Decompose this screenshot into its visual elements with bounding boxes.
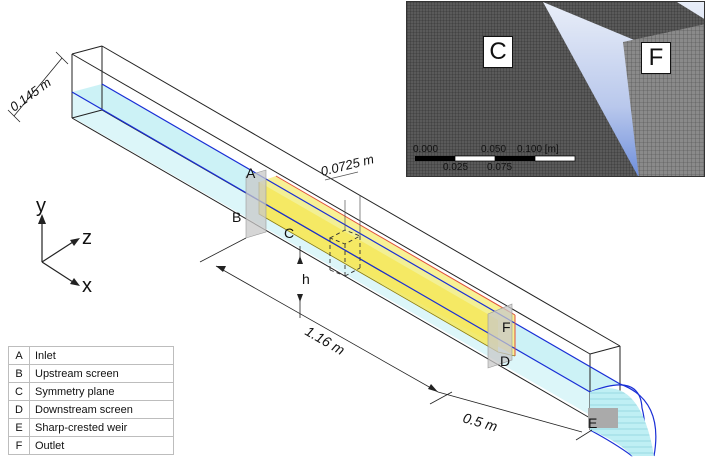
mesh-top-face: [543, 2, 704, 42]
dimension-arrows: [216, 256, 438, 392]
label-b: B: [232, 209, 241, 225]
legend-desc: Symmetry plane: [29, 382, 174, 401]
legend-key: F: [8, 436, 30, 455]
axis-label-x: x: [82, 275, 92, 297]
label-c: C: [284, 225, 294, 241]
label-e: E: [588, 415, 597, 431]
scale-bar: [415, 155, 576, 162]
dim-length-downstream: 0.5 m: [461, 410, 499, 435]
symmetry-plane-edges: [275, 175, 516, 356]
legend-key: E: [8, 418, 30, 437]
mesh-inset: C F 0.000 0.050 0.100 [m] 0.025 0.075: [406, 1, 705, 177]
legend-key: C: [8, 382, 30, 401]
legend-key: D: [8, 400, 30, 419]
mesh-inset-graphic: [407, 2, 704, 176]
axis-triad: [41, 220, 77, 285]
scale-tick-050: 0.050: [481, 144, 507, 155]
control-volume: [328, 229, 362, 277]
legend-desc: Sharp-crested weir: [29, 418, 174, 437]
legend-key: A: [8, 346, 30, 365]
label-d: D: [500, 353, 510, 369]
legend-desc: Downstream screen: [29, 400, 174, 419]
label-a: A: [246, 165, 256, 181]
inset-label-c: C: [483, 36, 513, 68]
axis-label-y: y: [36, 195, 46, 217]
dimension-lines: [7, 51, 593, 441]
dim-width: 0.145 m: [7, 75, 54, 115]
legend-key: B: [8, 364, 30, 383]
mesh-side-face: [407, 2, 638, 176]
label-h: h: [302, 271, 310, 287]
label-f: F: [502, 319, 511, 335]
inset-label-f: F: [641, 42, 671, 74]
legend-desc: Outlet: [29, 436, 174, 455]
scale-tick-0: 0.000: [413, 144, 439, 155]
axis-arrowheads: [38, 214, 80, 286]
legend-desc: Inlet: [29, 346, 174, 365]
outflow-jet: [590, 388, 654, 456]
scale-tick-100: 0.100 [m]: [517, 144, 559, 155]
axis-label-z: z: [82, 227, 92, 249]
sharp-crested-weir: [588, 408, 618, 428]
scale-tick-025: 0.025: [443, 162, 469, 173]
downstream-screen: [487, 303, 513, 369]
half-width-guides: [324, 171, 361, 236]
scale-tick-075: 0.075: [487, 162, 513, 173]
legend-desc: Upstream screen: [29, 364, 174, 383]
upstream-screen: [245, 169, 267, 239]
symmetry-plane-side: [259, 182, 498, 352]
